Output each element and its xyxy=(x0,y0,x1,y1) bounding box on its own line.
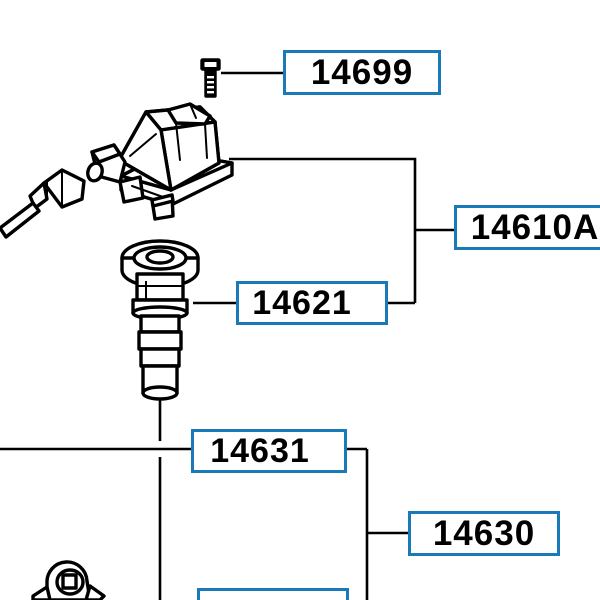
ignition-coil-detail xyxy=(129,103,208,198)
clip-bracket-art xyxy=(31,560,106,600)
callout-14630[interactable]: 14630 xyxy=(408,511,560,556)
harness-connector-detail xyxy=(46,170,63,207)
callout-bottom-cropped[interactable] xyxy=(197,588,349,600)
callout-14631-label: 14631 xyxy=(210,432,310,470)
mounting-bolt-art xyxy=(200,58,221,98)
callout-14621[interactable]: 14621 xyxy=(236,281,388,325)
callout-14630-label: 14630 xyxy=(432,514,536,553)
spark-plug-boot-detail xyxy=(137,281,183,300)
ignition-coil-art xyxy=(90,102,234,221)
callout-14621-label: 14621 xyxy=(252,284,352,322)
callout-14610a[interactable]: 14610A xyxy=(454,205,600,250)
bracket-14610a xyxy=(229,157,417,303)
spark-plug-boot-art xyxy=(120,239,200,401)
callout-14610a-label: 14610A xyxy=(470,208,600,247)
callout-14631[interactable]: 14631 xyxy=(191,429,347,473)
harness-connector-art xyxy=(0,161,104,239)
leader-lines xyxy=(0,71,454,600)
callout-14699-label: 14699 xyxy=(310,53,414,92)
callout-14699[interactable]: 14699 xyxy=(283,50,441,95)
